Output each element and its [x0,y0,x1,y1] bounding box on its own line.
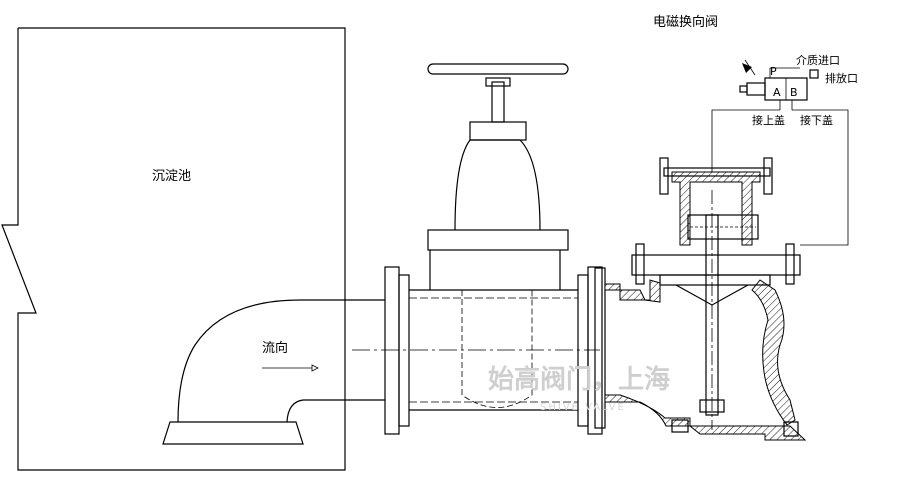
gate-valve [384,63,603,435]
solenoid-valve-label: 电磁换向阀 [653,14,718,30]
tank-label: 沉淀池 [152,169,191,184]
inlet-elbow-pipe [162,299,345,445]
control-valve-body [594,157,807,441]
medium-inlet-label: 介质进口 [796,54,840,67]
solenoid-valve [739,59,819,110]
settling-tank [1,27,346,471]
straight-pipe [345,299,600,401]
control-tubing [711,109,849,246]
port-b-label: B [790,86,798,99]
port-p-label: P [770,65,777,78]
flow-label: 流向 [262,340,288,356]
upper-cover-label: 接上盖 [752,113,785,127]
watermark-main: 始高阀门，上海 [488,364,670,395]
flow-arrow [262,364,319,372]
lower-cover-label: 接下盖 [800,113,833,127]
watermark-sub: SHIVE VALVE [540,402,626,413]
port-a-label: A [773,86,781,99]
exhaust-label: 排放口 [825,71,858,85]
